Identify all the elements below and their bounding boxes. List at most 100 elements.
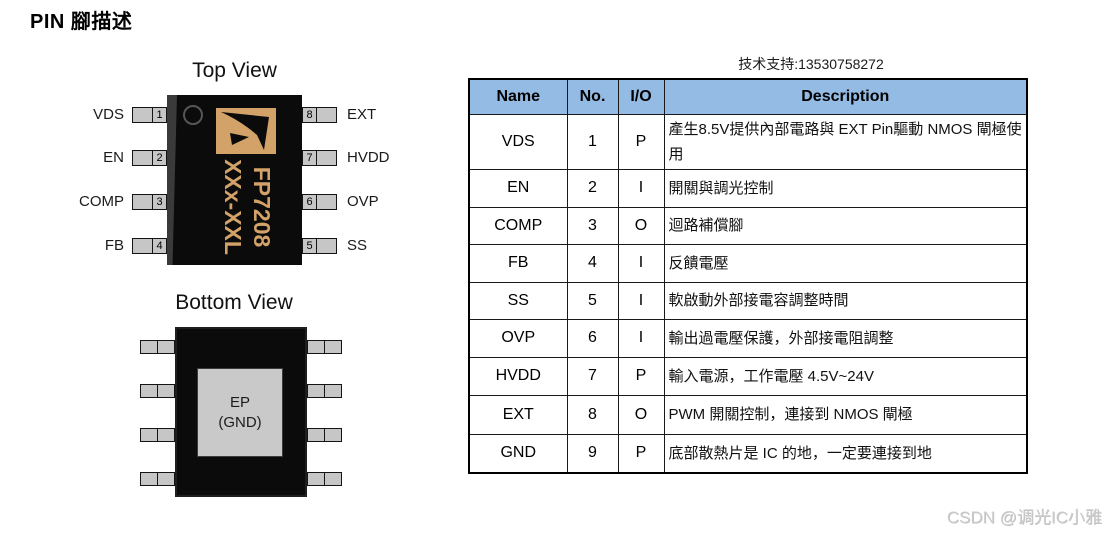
pin-number-7: 7 — [303, 151, 317, 165]
table-row: HVDD 7 P 輸入電源，工作電壓 4.5V~24V — [468, 356, 1028, 396]
pin-lead-7: 7 — [302, 150, 337, 166]
chip-marking: FP7208 XXx-XXL — [216, 152, 276, 262]
table-row: EN 2 I 開關與調光控制 — [468, 168, 1028, 208]
chip-lot-code: XXx-XXL — [220, 159, 246, 255]
bottom-lead — [140, 472, 175, 486]
cell-no: 7 — [566, 356, 619, 396]
pin-lead-1: 1 — [132, 107, 167, 123]
cell-no: 2 — [566, 168, 619, 208]
header-name: Name — [468, 78, 568, 115]
cell-name: SS — [468, 281, 568, 320]
pin-lead — [317, 239, 336, 253]
cell-name: FB — [468, 243, 568, 283]
pin-number-1: 1 — [152, 108, 166, 122]
pin-lead — [133, 239, 152, 253]
pin-number-5: 5 — [303, 239, 317, 253]
pin-label-comp: COMP — [79, 193, 124, 210]
pin-number-2: 2 — [152, 151, 166, 165]
cell-name: GND — [468, 433, 568, 474]
bottom-lead — [307, 384, 342, 398]
ep-pad-gnd-label: (GND) — [218, 413, 262, 431]
pin-description-table: Name No. I/O Description VDS 1 P 產生8.5V提… — [468, 78, 1028, 474]
header-description: Description — [663, 78, 1028, 115]
cell-desc: 軟啟動外部接電容調整時間 — [663, 281, 1028, 320]
cell-desc: 產生8.5V提供內部電路與 EXT Pin驅動 NMOS 閘極使用 — [663, 113, 1028, 170]
pin-label-ovp: OVP — [347, 193, 379, 210]
header-io: I/O — [617, 78, 665, 115]
table-row: VDS 1 P 產生8.5V提供內部電路與 EXT Pin驅動 NMOS 閘極使… — [468, 113, 1028, 170]
cell-desc: 迴路補償腳 — [663, 206, 1028, 245]
pin-label-ext: EXT — [347, 106, 377, 123]
cell-name: COMP — [468, 206, 568, 245]
pin-lead-8: 8 — [302, 107, 337, 123]
cell-io: I — [617, 243, 665, 283]
tech-support-note: 技术支持:13530758272 — [738, 56, 884, 72]
bottom-lead — [140, 340, 175, 354]
bottom-lead — [307, 340, 342, 354]
table-row: GND 9 P 底部散熱片是 IC 的地，一定要連接到地 — [468, 433, 1028, 474]
chip-bevel — [167, 95, 177, 265]
watermark: CSDN @调光IC小雅 — [946, 508, 1102, 527]
pin-lead-3: 3 — [132, 194, 167, 210]
bottom-lead — [307, 472, 342, 486]
pin1-indicator-icon — [183, 105, 203, 125]
table-row: SS 5 I 軟啟動外部接電容調整時間 — [468, 281, 1028, 320]
cell-no: 8 — [566, 394, 619, 435]
header-no: No. — [566, 78, 619, 115]
cell-no: 1 — [566, 113, 619, 170]
cell-desc: 輸出過電壓保護，外部接電阻調整 — [663, 318, 1028, 358]
cell-name: EXT — [468, 394, 568, 435]
pin-table-container: Name No. I/O Description VDS 1 P 產生8.5V提… — [468, 78, 1028, 474]
pin-number-3: 3 — [152, 195, 166, 209]
table-header-row: Name No. I/O Description — [468, 78, 1028, 115]
cell-name: OVP — [468, 318, 568, 358]
pin-number-4: 4 — [152, 239, 166, 253]
cell-no: 3 — [566, 206, 619, 245]
table-row: EXT 8 O PWM 開關控制，連接到 NMOS 閘極 — [468, 394, 1028, 435]
pin-lead-5: 5 — [302, 238, 337, 254]
cell-name: EN — [468, 168, 568, 208]
pin-lead — [317, 151, 336, 165]
bottom-lead — [140, 384, 175, 398]
pin-lead — [317, 195, 336, 209]
pin-number-6: 6 — [303, 195, 317, 209]
pin-lead — [133, 108, 152, 122]
cell-no: 9 — [566, 433, 619, 474]
chip-bottom-body: EP (GND) — [175, 327, 307, 497]
table-row: COMP 3 O 迴路補償腳 — [468, 206, 1028, 245]
cell-no: 4 — [566, 243, 619, 283]
pin-lead-2: 2 — [132, 150, 167, 166]
cell-io: O — [617, 394, 665, 435]
pin-label-vds: VDS — [93, 106, 124, 123]
pin-lead-6: 6 — [302, 194, 337, 210]
cell-name: HVDD — [468, 356, 568, 396]
cell-io: P — [617, 433, 665, 474]
cell-desc: PWM 開關控制，連接到 NMOS 閘極 — [663, 394, 1028, 435]
chip-part-number: FP7208 — [249, 166, 275, 248]
manufacturer-logo-icon — [216, 108, 276, 154]
top-view-title: Top View — [192, 59, 277, 82]
pin-lead — [317, 108, 336, 122]
pin-lead — [133, 151, 152, 165]
table-row: OVP 6 I 輸出過電壓保護，外部接電阻調整 — [468, 318, 1028, 358]
bottom-lead — [140, 428, 175, 442]
pin-label-en: EN — [103, 149, 124, 166]
cell-io: I — [617, 281, 665, 320]
cell-io: O — [617, 206, 665, 245]
cell-io: P — [617, 113, 665, 170]
pin-number-8: 8 — [303, 108, 317, 122]
cell-io: I — [617, 168, 665, 208]
ep-pad-label: EP — [229, 393, 250, 411]
cell-no: 5 — [566, 281, 619, 320]
pin-lead — [133, 195, 152, 209]
cell-name: VDS — [468, 113, 568, 170]
cell-desc: 輸入電源，工作電壓 4.5V~24V — [663, 356, 1028, 396]
pin-label-fb: FB — [104, 237, 124, 254]
bottom-view-title: Bottom View — [175, 291, 293, 314]
page-title: PIN 腳描述 — [30, 11, 133, 33]
exposed-pad: EP (GND) — [197, 368, 283, 457]
pin-label-hvdd: HVDD — [347, 149, 390, 166]
cell-desc: 開關與調光控制 — [663, 168, 1028, 208]
cell-io: P — [617, 356, 665, 396]
